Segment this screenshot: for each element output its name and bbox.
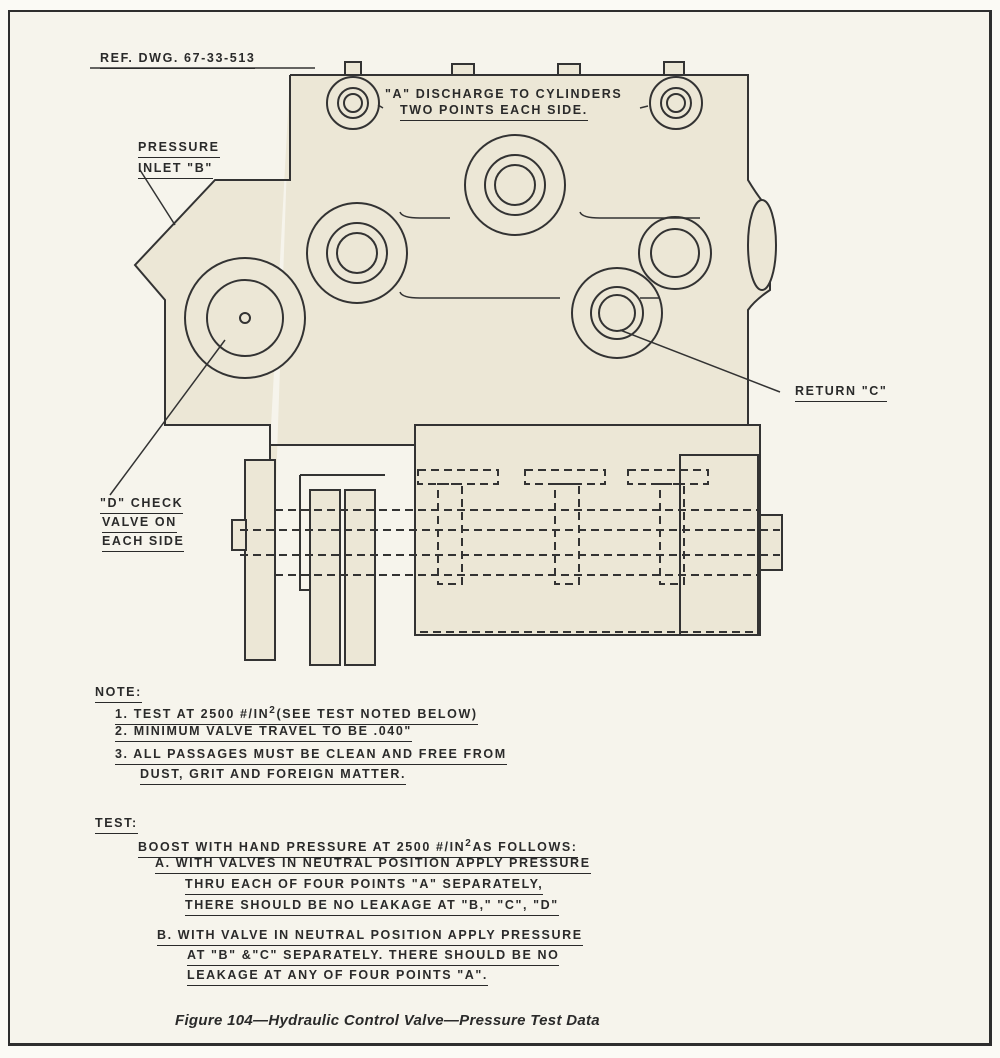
test-intro: BOOST WITH HAND PRESSURE AT 2500 #/IN2AS… [138,835,578,859]
side-port [747,199,777,291]
test-a-line1: A. WITH VALVES IN NEUTRAL POSITION APPLY… [155,855,591,874]
note-item-1: 1. TEST AT 2500 #/IN2(SEE TEST NOTED BEL… [115,702,478,726]
stud [557,63,581,76]
note-item-2: 2. MINIMUM VALVE TRAVEL TO BE .040" [115,723,412,742]
end-plate [244,459,276,661]
stud [344,61,362,76]
test-a-line3: THERE SHOULD BE NO LEAKAGE AT "B," "C", … [185,897,559,916]
check-valve-label-line2: VALVE ON [102,514,177,533]
discharge-label-line1: "A" DISCHARGE TO CYLINDERS [385,87,623,101]
ref-drawing-number: REF. DWG. 67-33-513 [100,50,256,69]
figure-caption: Figure 104—Hydraulic Control Valve—Press… [175,1012,600,1029]
stud [451,63,475,76]
note-item-3: 3. ALL PASSAGES MUST BE CLEAN AND FREE F… [115,746,507,765]
note-heading: NOTE: [95,684,142,703]
pressure-inlet-label-line2: INLET "B" [138,160,213,179]
test-b-line1: B. WITH VALVE IN NEUTRAL POSITION APPLY … [157,927,583,946]
stud [663,61,685,76]
pressure-inlet-label-line1: PRESSURE [138,139,220,158]
check-valve-label-line3: EACH SIDE [102,533,185,552]
note-item-3-cont: DUST, GRIT AND FOREIGN MATTER. [140,766,407,785]
test-b-line2: AT "B" &"C" SEPARATELY. THERE SHOULD BE … [187,947,560,966]
return-label: RETURN "C" [795,383,888,402]
discharge-label-line2: TWO POINTS EACH SIDE. [400,102,588,121]
test-a-line2: THRU EACH OF FOUR POINTS "A" SEPARATELY, [185,876,544,895]
test-b-line3: LEAKAGE AT ANY OF FOUR POINTS "A". [187,967,488,986]
test-heading: TEST: [95,815,138,834]
check-valve-label-line1: "D" CHECK [100,495,184,514]
valve-body [133,74,771,660]
